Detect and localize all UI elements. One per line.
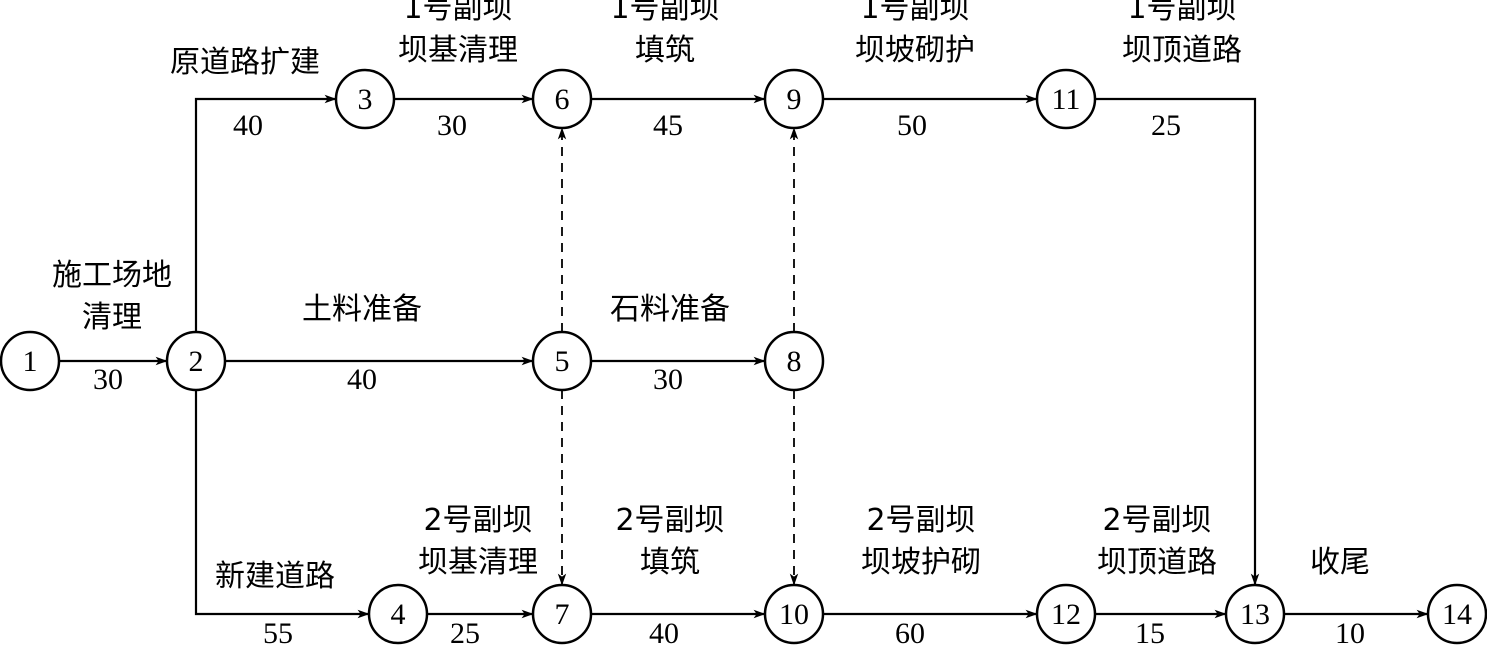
event-number: 2: [189, 345, 204, 378]
activity-name-1-2: 施工场地: [52, 258, 172, 293]
event-circle: [1035, 68, 1097, 130]
activity-name-7-10: 2号副坝: [615, 503, 724, 538]
event-node-7: 7: [531, 583, 593, 645]
activity-name-9-11: 坝坡砌护: [855, 33, 975, 68]
event-node-14: 14: [1426, 583, 1487, 645]
event-node-2: 2: [165, 330, 227, 392]
activity-name-13-14: 收尾: [1310, 545, 1370, 580]
event-number: 11: [1052, 83, 1081, 116]
event-circle: [531, 330, 593, 392]
event-circle: [1224, 583, 1286, 645]
activity-name-12-13: 2号副坝: [1102, 503, 1211, 538]
activity-name-11-13: 1号副坝: [1127, 0, 1236, 26]
activity-name-6-9: 填筑: [635, 33, 695, 68]
event-number: 6: [555, 83, 570, 116]
event-number: 8: [787, 345, 802, 378]
activity-duration-13-14: 10: [1335, 617, 1365, 650]
event-node-3: 3: [334, 68, 396, 130]
activity-name-6-9: 1号副坝: [610, 0, 719, 26]
activity-duration-2-4: 55: [263, 617, 293, 650]
activity-name-10-12: 坝坡护砌: [861, 545, 981, 580]
event-circle: [0, 330, 61, 392]
event-number: 5: [555, 345, 570, 378]
activity-name-9-11: 1号副坝: [860, 0, 969, 26]
event-node-10: 10: [763, 583, 825, 645]
event-number: 10: [779, 598, 809, 631]
activity-arrow-11-13: [1095, 97, 1260, 586]
activity-name-2-5: 土料准备: [302, 292, 422, 327]
activity-arrow-2-3: [194, 94, 337, 332]
event-node-5: 5: [531, 330, 593, 392]
activity-duration-12-13: 15: [1135, 617, 1165, 650]
activity-name-10-12: 2号副坝: [866, 503, 975, 538]
activity-name-12-13: 坝顶道路: [1097, 545, 1217, 580]
activity-name-2-3: 原道路扩建: [170, 45, 320, 80]
event-node-1: 1: [0, 330, 61, 392]
event-circle: [763, 583, 825, 645]
activity-duration-10-12: 60: [895, 617, 925, 650]
event-number: 1: [23, 345, 38, 378]
activity-duration-6-9: 45: [653, 109, 683, 142]
activity-name-1-2: 清理: [82, 300, 142, 335]
activity-name-4-7: 坝基清理: [418, 545, 538, 580]
activity-duration-2-5: 40: [347, 363, 377, 396]
event-circle: [334, 68, 396, 130]
event-node-4: 4: [367, 583, 429, 645]
event-node-8: 8: [763, 330, 825, 392]
event-circle: [763, 68, 825, 130]
event-node-13: 13: [1224, 583, 1286, 645]
event-circle: [531, 583, 593, 645]
activity-name-3-6: 1号副坝: [403, 0, 512, 26]
activity-duration-1-2: 30: [93, 363, 123, 396]
event-number: 3: [358, 83, 373, 116]
event-circle: [367, 583, 429, 645]
activity-duration-3-6: 30: [437, 109, 467, 142]
activity-duration-11-13: 25: [1151, 109, 1181, 142]
activity-duration-9-11: 50: [897, 109, 927, 142]
event-number: 9: [787, 83, 802, 116]
event-number: 7: [555, 598, 570, 631]
event-circle: [165, 330, 227, 392]
activity-duration-2-3: 40: [233, 109, 263, 142]
event-circle: [1035, 583, 1097, 645]
event-number: 13: [1240, 598, 1270, 631]
activity-duration-7-10: 40: [649, 617, 679, 650]
activity-name-4-7: 2号副坝: [423, 503, 532, 538]
activity-arrows: [59, 94, 1429, 619]
event-number: 12: [1051, 598, 1081, 631]
event-circle: [763, 330, 825, 392]
activity-name-7-10: 填筑: [640, 545, 700, 580]
event-circle: [1426, 583, 1487, 645]
activity-name-2-4: 新建道路: [215, 559, 335, 594]
event-node-11: 11: [1035, 68, 1097, 130]
event-node-12: 12: [1035, 583, 1097, 645]
activity-duration-4-7: 25: [450, 617, 480, 650]
activity-name-11-13: 坝顶道路: [1122, 33, 1242, 68]
event-number: 14: [1442, 598, 1472, 631]
activity-duration-5-8: 30: [653, 363, 683, 396]
event-circle: [531, 68, 593, 130]
activity-name-3-6: 坝基清理: [398, 33, 518, 68]
event-node-6: 6: [531, 68, 593, 130]
event-node-9: 9: [763, 68, 825, 130]
event-number: 4: [391, 598, 406, 631]
activity-arrow-2-4: [194, 390, 370, 619]
activity-name-5-8: 石料准备: [610, 292, 730, 327]
activity-labels: 施工场地清理30原道路扩建401号副坝坝基清理301号副坝填筑451号副坝坝坡砌…: [52, 0, 1370, 650]
